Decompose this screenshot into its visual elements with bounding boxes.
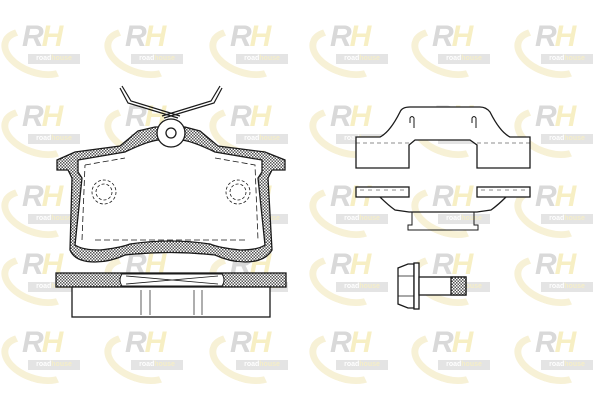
logo-tagline: roadhouse	[28, 214, 80, 224]
logo-letters: RH	[535, 20, 576, 53]
logo-letters: RH	[535, 100, 576, 133]
logo-letters: RH	[535, 180, 576, 213]
logo-tagline: roadhouse	[438, 360, 490, 370]
logo-tagline: roadhouse	[541, 282, 593, 292]
logo-letters: RH	[432, 20, 473, 53]
logo-tagline: roadhouse	[541, 214, 593, 224]
logo-letters: RH	[230, 326, 271, 359]
logo-letters: RH	[125, 20, 166, 53]
anti-rattle-clip-bottom	[355, 186, 531, 231]
logo-tagline: roadhouse	[438, 54, 490, 64]
logo-tagline: roadhouse	[28, 134, 80, 144]
logo-tagline: roadhouse	[336, 282, 388, 292]
logo-letters: RH	[330, 20, 371, 53]
logo-tagline: roadhouse	[236, 134, 288, 144]
logo-tagline: roadhouse	[336, 214, 388, 224]
logo-letters: RH	[432, 180, 473, 213]
brake-pad-front-view	[56, 85, 286, 263]
anti-rattle-clip-top	[355, 106, 531, 169]
logo-letters: RH	[432, 248, 473, 281]
logo-letters: RH	[22, 20, 63, 53]
logo-letters: RH	[230, 20, 271, 53]
logo-tagline: roadhouse	[28, 360, 80, 370]
logo-letters: RH	[22, 100, 63, 133]
logo-letters: RH	[125, 326, 166, 359]
logo-tagline: roadhouse	[541, 54, 593, 64]
logo-letters: RH	[330, 248, 371, 281]
logo-tagline: roadhouse	[336, 360, 388, 370]
logo-tagline: roadhouse	[28, 54, 80, 64]
logo-letters: RH	[535, 326, 576, 359]
logo-tagline: roadhouse	[541, 134, 593, 144]
brake-pad-side-view	[55, 272, 287, 318]
logo-letters: RH	[22, 180, 63, 213]
logo-tagline: roadhouse	[236, 54, 288, 64]
logo-letters: RH	[535, 248, 576, 281]
guide-bolt	[397, 262, 467, 310]
logo-letters: RH	[330, 100, 371, 133]
logo-tagline: roadhouse	[131, 54, 183, 64]
logo-letters: RH	[432, 326, 473, 359]
logo-letters: RH	[330, 326, 371, 359]
logo-tagline: roadhouse	[336, 54, 388, 64]
logo-tagline: roadhouse	[541, 360, 593, 370]
logo-letters: RH	[22, 326, 63, 359]
logo-tagline: roadhouse	[438, 214, 490, 224]
logo-tagline: roadhouse	[131, 360, 183, 370]
logo-letters: RH	[230, 100, 271, 133]
logo-tagline: roadhouse	[236, 360, 288, 370]
